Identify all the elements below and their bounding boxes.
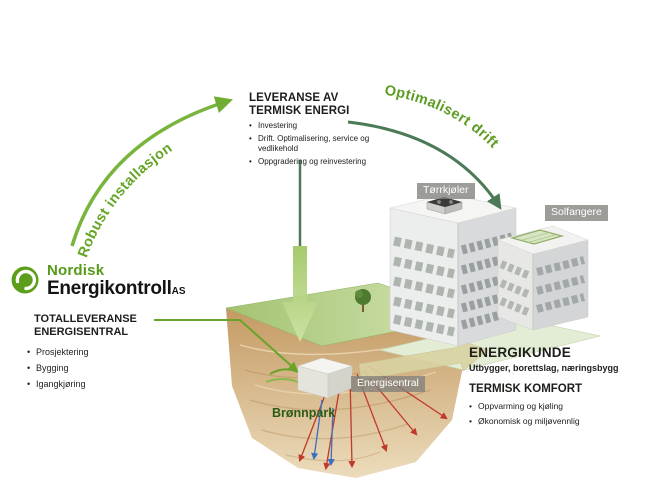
energisentral-label: Energisentral xyxy=(351,376,425,392)
leveranse-bullet-list: Investering Drift. Optimalisering, servi… xyxy=(249,121,373,167)
annex-windows-right xyxy=(536,256,585,313)
totalleveranse-connector-line xyxy=(154,319,299,372)
leveranse-title-line1: LEVERANSE AV xyxy=(249,92,339,104)
totalleveranse-bullet: Prosjektering xyxy=(27,346,204,360)
company-logo-icon xyxy=(11,266,39,294)
company-logo: Nordisk EnergikontrollAS xyxy=(8,261,186,298)
robust-arrow-curve xyxy=(70,96,234,247)
energikunde-bullet: Oppvarming og kjøling xyxy=(469,400,647,413)
leveranse-bullet: Oppgradering og reinvestering xyxy=(249,157,373,168)
totalleveranse-bullet: Igangkjøring xyxy=(27,378,204,392)
leveranse-bullet: Investering xyxy=(249,121,373,132)
leveranse-bullet: Drift. Optimalisering, service og vedlik… xyxy=(249,134,373,155)
totalleveranse-bullet: Bygging xyxy=(27,362,204,376)
energikunde-bullet: Økonomisk og miljøvennlig xyxy=(469,415,647,428)
bronnpark-label: Brønnpark xyxy=(272,406,336,420)
termisk-komfort-title: TERMISK KOMFORT xyxy=(469,383,583,395)
leveranse-title-line2: TERMISK ENERGI xyxy=(249,104,350,117)
logo-suffix: AS xyxy=(171,286,186,297)
roof-label-torrkjoler: Tørrkjøler xyxy=(417,183,475,199)
roof-cooler-unit xyxy=(426,197,463,215)
energikunde-block: ENERGIKUNDE Utbygger, borettslag, næring… xyxy=(469,345,647,430)
annex-right-face xyxy=(532,239,589,331)
big-down-arrow xyxy=(282,246,318,342)
annex-windows-left xyxy=(499,260,532,317)
tree-icon xyxy=(355,289,371,312)
energikunde-subtitle: Utbygger, borettslag, næringsbygg xyxy=(469,363,619,373)
solar-panel xyxy=(509,229,565,245)
energikunde-bullet-list: Oppvarming og kjøling Økonomisk og miljø… xyxy=(469,400,647,429)
logo-name-main: Energikontroll xyxy=(47,278,172,299)
roof-label-solfangere: Solfangere xyxy=(545,205,608,221)
totalleveranse-title-line2: ENERGISENTRAL xyxy=(34,325,129,338)
totalleveranse-block: TOTALLEVERANSE ENERGISENTRAL Prosjekteri… xyxy=(27,313,204,394)
optimalisert-drift-label: Optimalisert drift xyxy=(383,83,501,152)
leveranse-block: LEVERANSE AV TERMISK ENERGI Investering … xyxy=(249,92,399,169)
building-illustration xyxy=(389,193,589,347)
totalleveranse-title-line1: TOTALLEVERANSE xyxy=(34,313,137,325)
company-logo-text: Nordisk EnergikontrollAS xyxy=(47,261,186,298)
energikunde-title: ENERGIKUNDE xyxy=(469,345,571,360)
totalleveranse-bullet-list: Prosjektering Bygging Igangkjøring xyxy=(27,346,204,392)
logo-name-top: Nordisk xyxy=(47,262,105,279)
